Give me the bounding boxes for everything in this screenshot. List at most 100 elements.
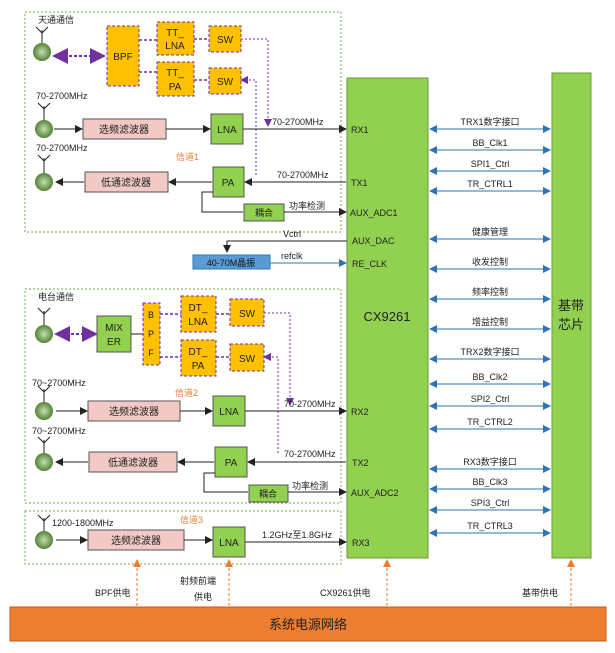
interface-label: TRX2数字接口	[460, 346, 519, 357]
interface-label: RX3数字接口	[463, 456, 517, 467]
lna-block-2	[212, 395, 246, 427]
svg-text:SW: SW	[239, 309, 256, 320]
port-rx2: RX2	[351, 407, 369, 417]
svg-text:选频滤波器: 选频滤波器	[111, 534, 161, 547]
svg-text:LNA: LNA	[165, 41, 185, 52]
interface-label: SPI1_Ctrl	[471, 159, 510, 169]
port-aux-dac: AUX_DAC	[352, 236, 395, 246]
svg-text:射频前端: 射频前端	[180, 575, 216, 586]
bpf-block	[106, 25, 140, 87]
port-aux-adc1: AUX_ADC1	[350, 208, 398, 218]
coupler-block-2	[248, 484, 289, 503]
tt-lna-block	[156, 21, 195, 56]
baseband-label-line2: 芯片	[558, 317, 584, 332]
interface-label: SPI2_Ctrl	[471, 394, 510, 404]
svg-text:低通滤波器: 低通滤波器	[101, 176, 151, 189]
svg-text:PA: PA	[222, 178, 235, 189]
interface-label: TR_CTRL3	[467, 521, 513, 531]
section-radio-box	[24, 288, 342, 504]
port-re-clk: RE_CLK	[352, 259, 387, 269]
interface-label: 频率控制	[472, 286, 508, 297]
svg-text:LNA: LNA	[217, 125, 237, 136]
svg-text:F: F	[148, 348, 154, 358]
port-tx1: TX1	[351, 178, 368, 188]
svg-text:1.2GHz至1.8GHz: 1.2GHz至1.8GHz	[262, 530, 333, 540]
svg-text:选频滤波器: 选频滤波器	[109, 405, 159, 418]
svg-text:P: P	[148, 329, 154, 339]
power-network-bar	[9, 606, 607, 642]
port-aux-adc2: AUX_ADC2	[351, 488, 399, 498]
svg-text:耦合: 耦合	[255, 207, 273, 218]
interface-label: 健康管理	[472, 226, 508, 237]
svg-text:B: B	[148, 310, 154, 320]
svg-text:PA: PA	[169, 82, 182, 93]
svg-text:DT_: DT_	[189, 303, 208, 314]
lna-block-1	[210, 113, 244, 145]
antenna-icon	[35, 307, 53, 343]
svg-text:LNA: LNA	[219, 538, 239, 549]
cx9261-chip	[346, 77, 429, 559]
cx9261-label: CX9261	[364, 309, 411, 324]
svg-text:70-2700MHz: 70-2700MHz	[277, 170, 329, 180]
antenna-icon	[35, 514, 53, 549]
pa-block-1	[212, 166, 245, 198]
svg-text:70~2700MHz: 70~2700MHz	[32, 426, 86, 436]
svg-text:信道1: 信道1	[176, 151, 199, 162]
svg-text:70-2700MHz: 70-2700MHz	[284, 399, 336, 409]
svg-text:TT_: TT_	[166, 28, 184, 39]
svg-text:TT_: TT_	[166, 68, 184, 79]
sw-block-4	[229, 343, 265, 372]
svg-text:PA: PA	[192, 361, 205, 372]
crystal-block	[192, 254, 271, 270]
bpf-vertical-block	[142, 302, 161, 366]
interface-label: TR_CTRL2	[467, 417, 513, 427]
svg-text:70-2700MHz: 70-2700MHz	[272, 117, 324, 127]
svg-text:低通滤波器: 低通滤波器	[108, 456, 158, 469]
svg-text:refclk: refclk	[281, 251, 303, 261]
svg-text:Vctrl: Vctrl	[283, 229, 301, 239]
antenna-icon	[35, 102, 53, 138]
svg-text:供电: 供电	[194, 591, 212, 602]
port-rx3: RX3	[352, 538, 370, 548]
antenna-icon	[35, 385, 53, 420]
svg-text:信道2: 信道2	[175, 387, 198, 398]
svg-text:CX9261供电: CX9261供电	[320, 587, 371, 598]
svg-text:PA: PA	[225, 458, 238, 469]
svg-text:LNA: LNA	[188, 317, 208, 328]
power-network-label: 系统电源网络	[269, 617, 347, 632]
svg-text:SW: SW	[217, 35, 234, 46]
section-ch3-box	[24, 510, 342, 565]
svg-text:基带供电: 基带供电	[522, 587, 558, 598]
antenna-icon	[33, 26, 51, 61]
antenna-icon	[35, 436, 53, 471]
pa-block-2	[214, 446, 248, 478]
dt-lna-block	[180, 295, 217, 333]
interface-label: 收发控制	[472, 256, 508, 267]
svg-text:ER: ER	[107, 337, 121, 348]
baseband-chip	[551, 72, 592, 559]
interface-label: SPI3_Ctrl	[471, 498, 510, 508]
svg-text:70-2700MHz: 70-2700MHz	[284, 449, 336, 459]
svg-text:LNA: LNA	[219, 407, 239, 418]
dt-pa-block	[180, 339, 217, 377]
section-sky-box	[24, 11, 342, 233]
svg-text:40-70M晶振: 40-70M晶振	[207, 257, 256, 268]
svg-text:MIX: MIX	[105, 323, 123, 334]
svg-text:1200-1800MHz: 1200-1800MHz	[52, 518, 114, 528]
svg-text:70-2700MHz: 70-2700MHz	[36, 91, 88, 101]
tt-pa-block	[156, 61, 195, 97]
radio-comm-label: 电台通信	[38, 291, 74, 302]
svg-text:70-2700MHz: 70-2700MHz	[36, 143, 88, 153]
svg-text:DT_: DT_	[189, 347, 208, 358]
svg-text:BPF供电: BPF供电	[95, 587, 131, 598]
svg-text:BPF: BPF	[113, 52, 132, 63]
interface-label: TRX1数字接口	[460, 116, 519, 127]
svg-text:选频滤波器: 选频滤波器	[99, 123, 149, 136]
port-tx2: TX2	[352, 458, 369, 468]
svg-text:SW: SW	[239, 354, 256, 365]
interface-label: BB_Clk1	[472, 138, 507, 148]
mixer-block	[96, 315, 132, 353]
svg-text:SW: SW	[217, 77, 234, 88]
